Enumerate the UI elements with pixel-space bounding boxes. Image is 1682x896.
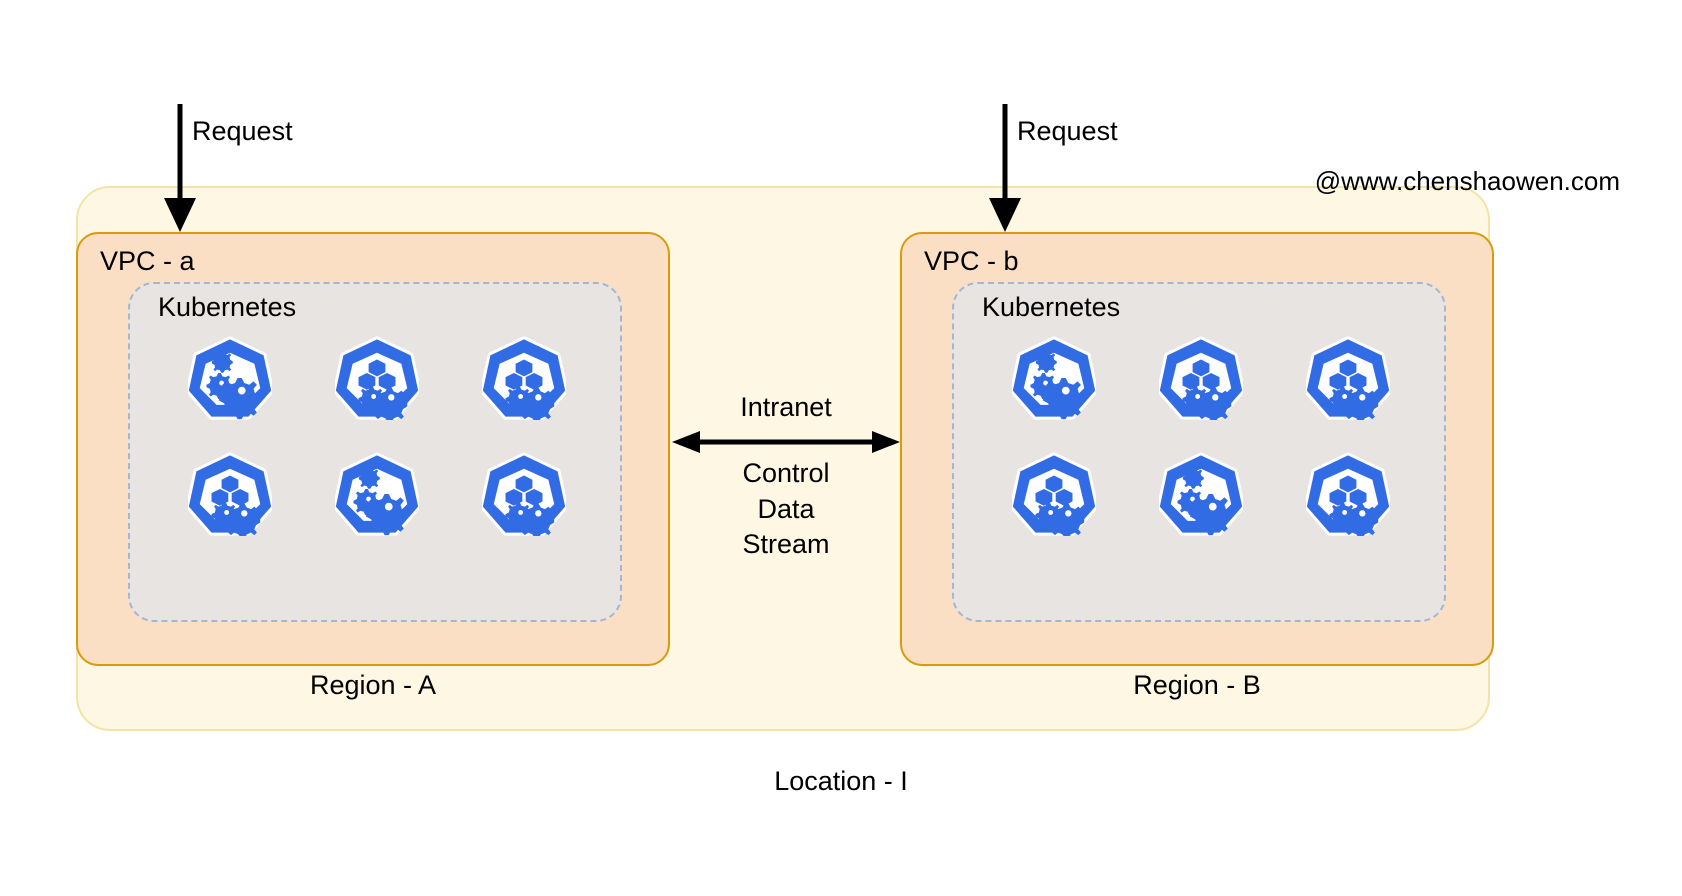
kubernetes-node-gears-icon[interactable] bbox=[187, 336, 272, 420]
vpc-container-b: VPC - b Kubernetes bbox=[900, 232, 1494, 666]
kubernetes-node-cubes-gears-icon[interactable] bbox=[1306, 452, 1391, 536]
kubernetes-label-b: Kubernetes bbox=[982, 292, 1121, 322]
vpc-label-b: VPC - b bbox=[924, 246, 1019, 276]
vpc-label-a: VPC - a bbox=[100, 246, 195, 276]
vpc-container-a: VPC - a Kubernetes bbox=[76, 232, 670, 666]
kubernetes-node-gears-icon[interactable] bbox=[1158, 452, 1243, 536]
control-data-stream-label: Control Data Stream bbox=[742, 458, 830, 560]
request-label-region-b: Request bbox=[1017, 116, 1118, 146]
request-arrow-icon bbox=[989, 104, 1021, 232]
kubernetes-node-cubes-gears-icon[interactable] bbox=[1011, 452, 1096, 536]
kubernetes-node-cubes-gears-icon[interactable] bbox=[187, 452, 272, 536]
kubernetes-node-cubes-gears-icon[interactable] bbox=[1158, 336, 1243, 420]
kubernetes-node-cubes-gears-icon[interactable] bbox=[482, 336, 567, 420]
request-arrow-region-a: Request bbox=[150, 100, 350, 240]
bidirectional-arrow-icon bbox=[672, 431, 900, 453]
kubernetes-node-cubes-gears-icon[interactable] bbox=[1306, 336, 1391, 420]
request-label-region-a: Request bbox=[192, 116, 293, 146]
kubernetes-label-a: Kubernetes bbox=[158, 292, 297, 322]
kubernetes-cluster-a: Kubernetes bbox=[128, 282, 622, 622]
request-arrow-icon bbox=[164, 104, 196, 232]
region-caption-a: Region - A bbox=[309, 670, 437, 700]
location-caption: Location - I bbox=[774, 766, 908, 796]
node-grid-b bbox=[980, 336, 1422, 536]
kubernetes-cluster-b: Kubernetes bbox=[952, 282, 1446, 622]
node-grid-a bbox=[156, 336, 598, 536]
intranet-link: Intranet Control Data Stream bbox=[670, 388, 902, 568]
watermark-text: @www.chenshaowen.com bbox=[1314, 166, 1620, 196]
region-caption-b: Region - B bbox=[1133, 670, 1261, 700]
kubernetes-node-gears-icon[interactable] bbox=[334, 452, 419, 536]
kubernetes-node-cubes-gears-icon[interactable] bbox=[482, 452, 567, 536]
intranet-label: Intranet bbox=[740, 392, 832, 422]
kubernetes-node-cubes-gears-icon[interactable] bbox=[334, 336, 419, 420]
request-arrow-region-b: Request bbox=[975, 100, 1175, 240]
kubernetes-node-gears-icon[interactable] bbox=[1011, 336, 1096, 420]
